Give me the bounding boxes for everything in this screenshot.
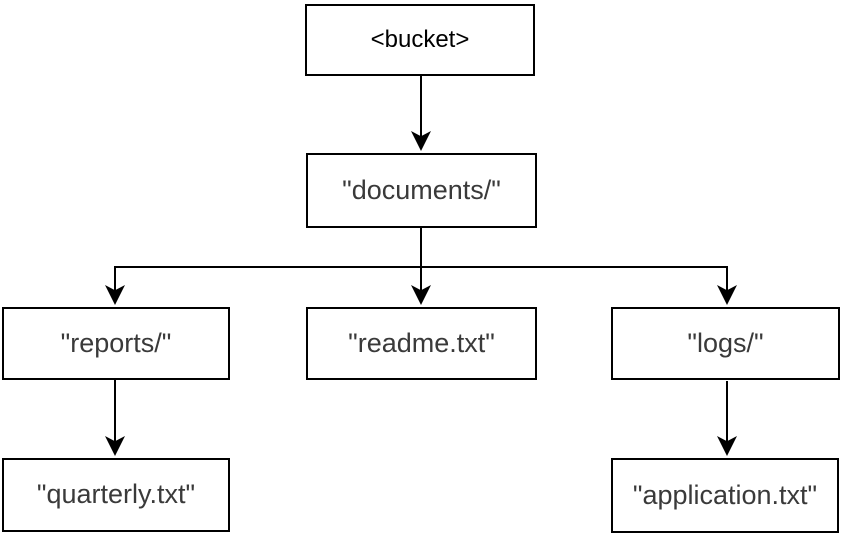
node-bucket-label: <bucket> [370,25,470,53]
edge-documents-reports [105,266,421,305]
node-logs-label: "logs/" [687,327,764,358]
node-logs-prefix: "logs/" [611,307,840,380]
node-documents-prefix: "documents/" [306,153,537,228]
node-quarterly-object: "quarterly.txt" [2,458,230,532]
node-readme-label: "readme.txt" [348,327,495,358]
node-quarterly-label: "quarterly.txt" [36,479,196,510]
node-reports-label: "reports/" [60,327,172,358]
node-application-label: "application.txt" [632,479,818,510]
node-reports-prefix: "reports/" [2,307,230,380]
edge-documents-logs [421,266,737,305]
node-readme-object: "readme.txt" [306,307,537,380]
node-bucket: <bucket> [305,4,535,76]
node-application-object: "application.txt" [611,458,839,533]
node-documents-label: "documents/" [342,174,501,205]
